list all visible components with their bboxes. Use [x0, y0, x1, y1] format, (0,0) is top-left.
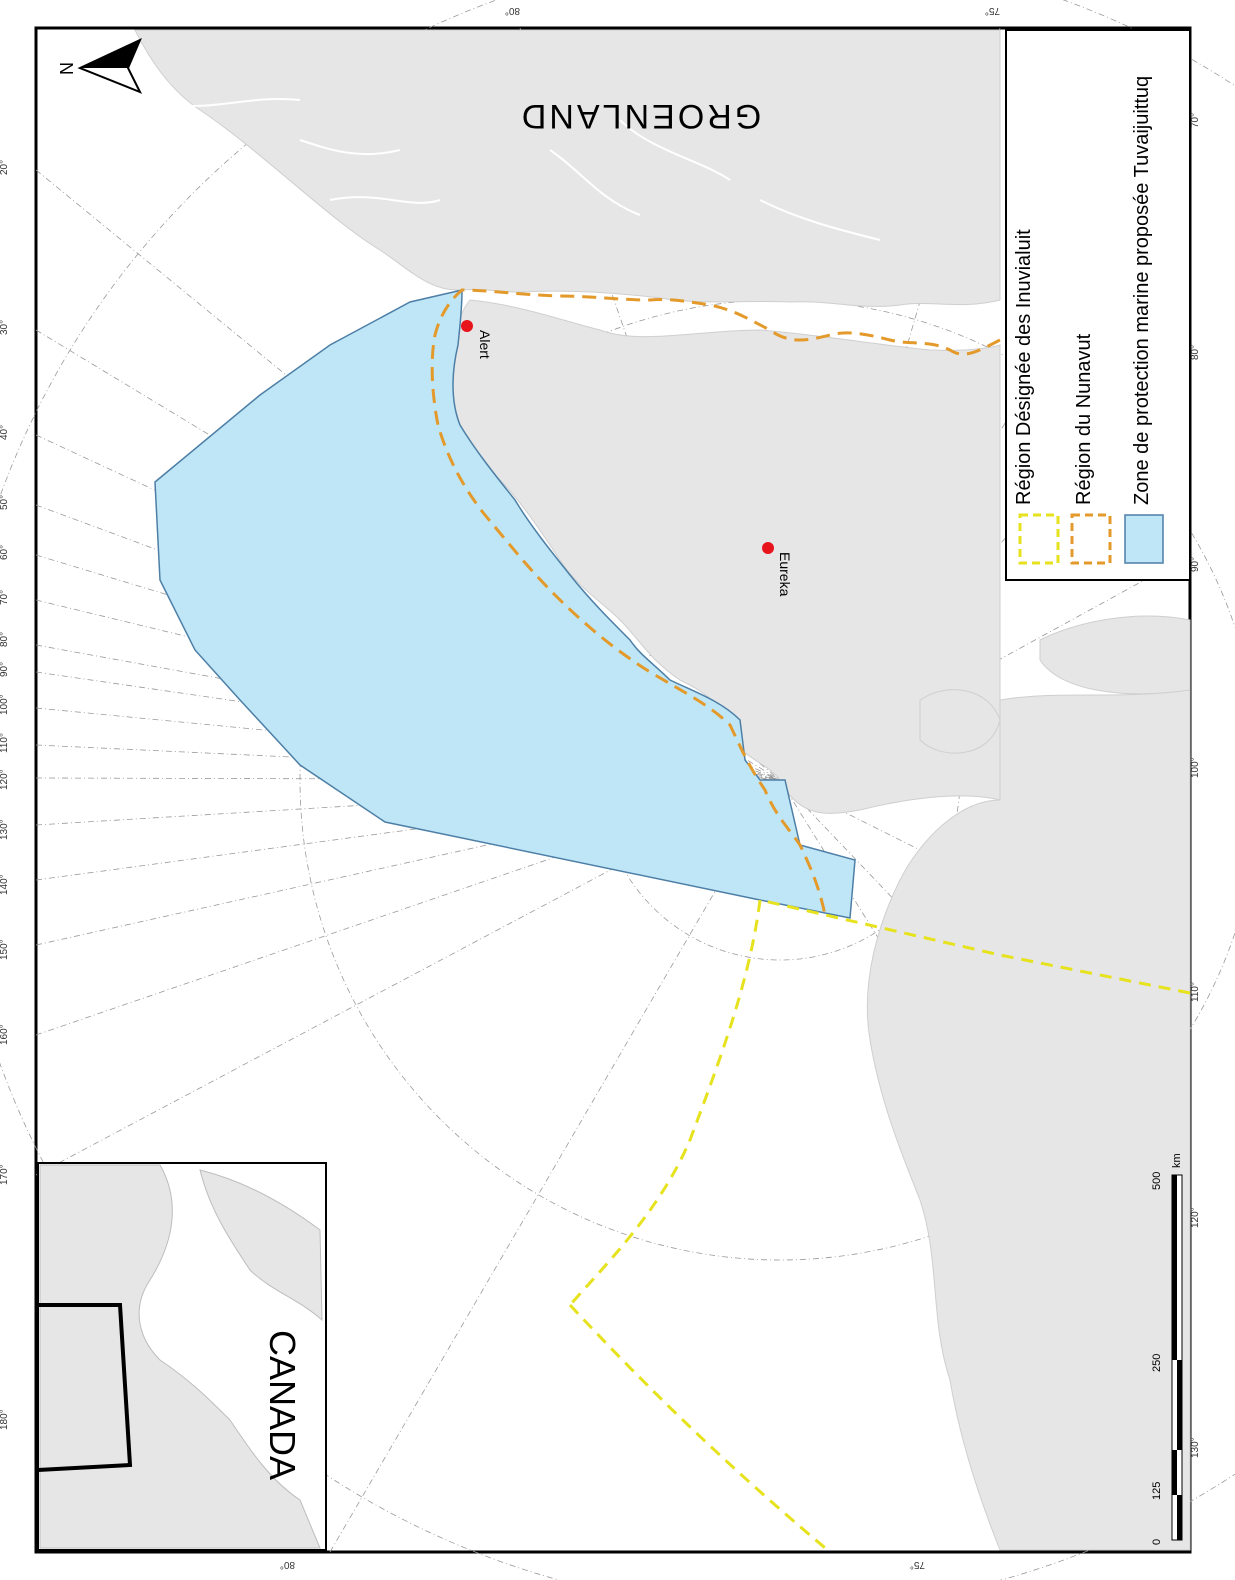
nunavut-boundary [430, 288, 1001, 916]
inuvialuit-boundary [568, 898, 1191, 1554]
scale-tick-0: 0 [1151, 1539, 1163, 1545]
north-label: N [56, 62, 76, 75]
left-label-40: 40° [0, 425, 10, 440]
left-label-90: 90° [0, 662, 10, 677]
left-label-60: 60° [0, 545, 10, 560]
alert-marker [461, 320, 473, 332]
left-label-110: 110° [0, 733, 10, 753]
legend-label-nunavut: Région du Nunavut [1073, 333, 1095, 505]
bottom-label-75: 75° [910, 1559, 925, 1570]
scale-tick-125: 125 [1151, 1482, 1163, 1500]
inset-map: CANADA [37, 1162, 327, 1551]
legend-swatch-inuvialuit [1018, 513, 1060, 565]
top-label-80: 80° [505, 5, 520, 16]
left-label-120: 120° [0, 769, 10, 790]
left-label-70: 70° [0, 590, 10, 605]
inset-landmass [39, 1164, 323, 1549]
left-label-140: 140° [0, 874, 10, 895]
left-label-150: 150° [0, 939, 10, 960]
right-label-90: 90° [1190, 557, 1201, 572]
canada-label: CANADA [262, 1330, 303, 1480]
graticule-labels: 80° 75° 70° 80° 90° 100° 110° 120° 130° … [0, 5, 1201, 1570]
legend: Région Désignée des Inuvialuit Région du… [1005, 29, 1191, 581]
legend-swatch-nunavut [1070, 513, 1112, 565]
place-alert: Alert [461, 320, 493, 359]
left-label-30: 30° [0, 320, 10, 335]
scale-tick-500: 500 [1151, 1172, 1163, 1190]
scale-unit: km [1171, 1153, 1183, 1168]
legend-swatch-mpa [1124, 514, 1164, 564]
greenland-fjords [169, 97, 881, 241]
legend-item-inuvialuit: Région Désignée des Inuvialuit [1013, 229, 1060, 565]
left-label-170: 170° [0, 1164, 10, 1185]
left-label-20: 20° [0, 160, 10, 175]
scale-tick-250: 250 [1151, 1354, 1163, 1372]
scale-bar: 0 125 250 500 km [1151, 1153, 1183, 1545]
bottom-label-80: 80° [280, 1559, 295, 1570]
legend-label-inuvialuit: Région Désignée des Inuvialuit [1013, 229, 1035, 505]
legend-item-nunavut: Région du Nunavut [1070, 333, 1112, 565]
eureka-marker [762, 542, 774, 554]
right-label-70: 70° [1190, 113, 1201, 128]
right-label-130: 130° [1190, 1437, 1201, 1458]
right-label-120: 120° [1190, 1207, 1201, 1228]
right-label-110: 110° [1190, 982, 1201, 1002]
right-label-80: 80° [1190, 345, 1201, 360]
alert-label: Alert [477, 330, 493, 359]
eureka-label: Eureka [777, 552, 793, 597]
legend-frame [1005, 29, 1191, 581]
left-label-130: 130° [0, 819, 10, 840]
legend-item-mpa: Zone de protection marine proposée Tuvai… [1124, 76, 1164, 564]
legend-label-mpa: Zone de protection marine proposée Tuvai… [1131, 76, 1153, 505]
left-label-160: 160° [0, 1024, 10, 1045]
inset-highlight-box [37, 1303, 133, 1472]
left-label-100: 100° [0, 694, 10, 715]
greenland-landmass [134, 29, 1001, 307]
right-label-100: 100° [1190, 757, 1201, 778]
left-label-80: 80° [0, 632, 10, 647]
greenland-label: GROENLAND [519, 97, 761, 135]
top-label-75: 75° [985, 5, 1000, 16]
left-label-50: 50° [0, 495, 10, 510]
place-eureka: Eureka [762, 542, 793, 597]
north-arrow: N [56, 37, 143, 94]
left-label-180: 180° [0, 1409, 10, 1430]
archipelago-islands [866, 615, 1191, 1551]
